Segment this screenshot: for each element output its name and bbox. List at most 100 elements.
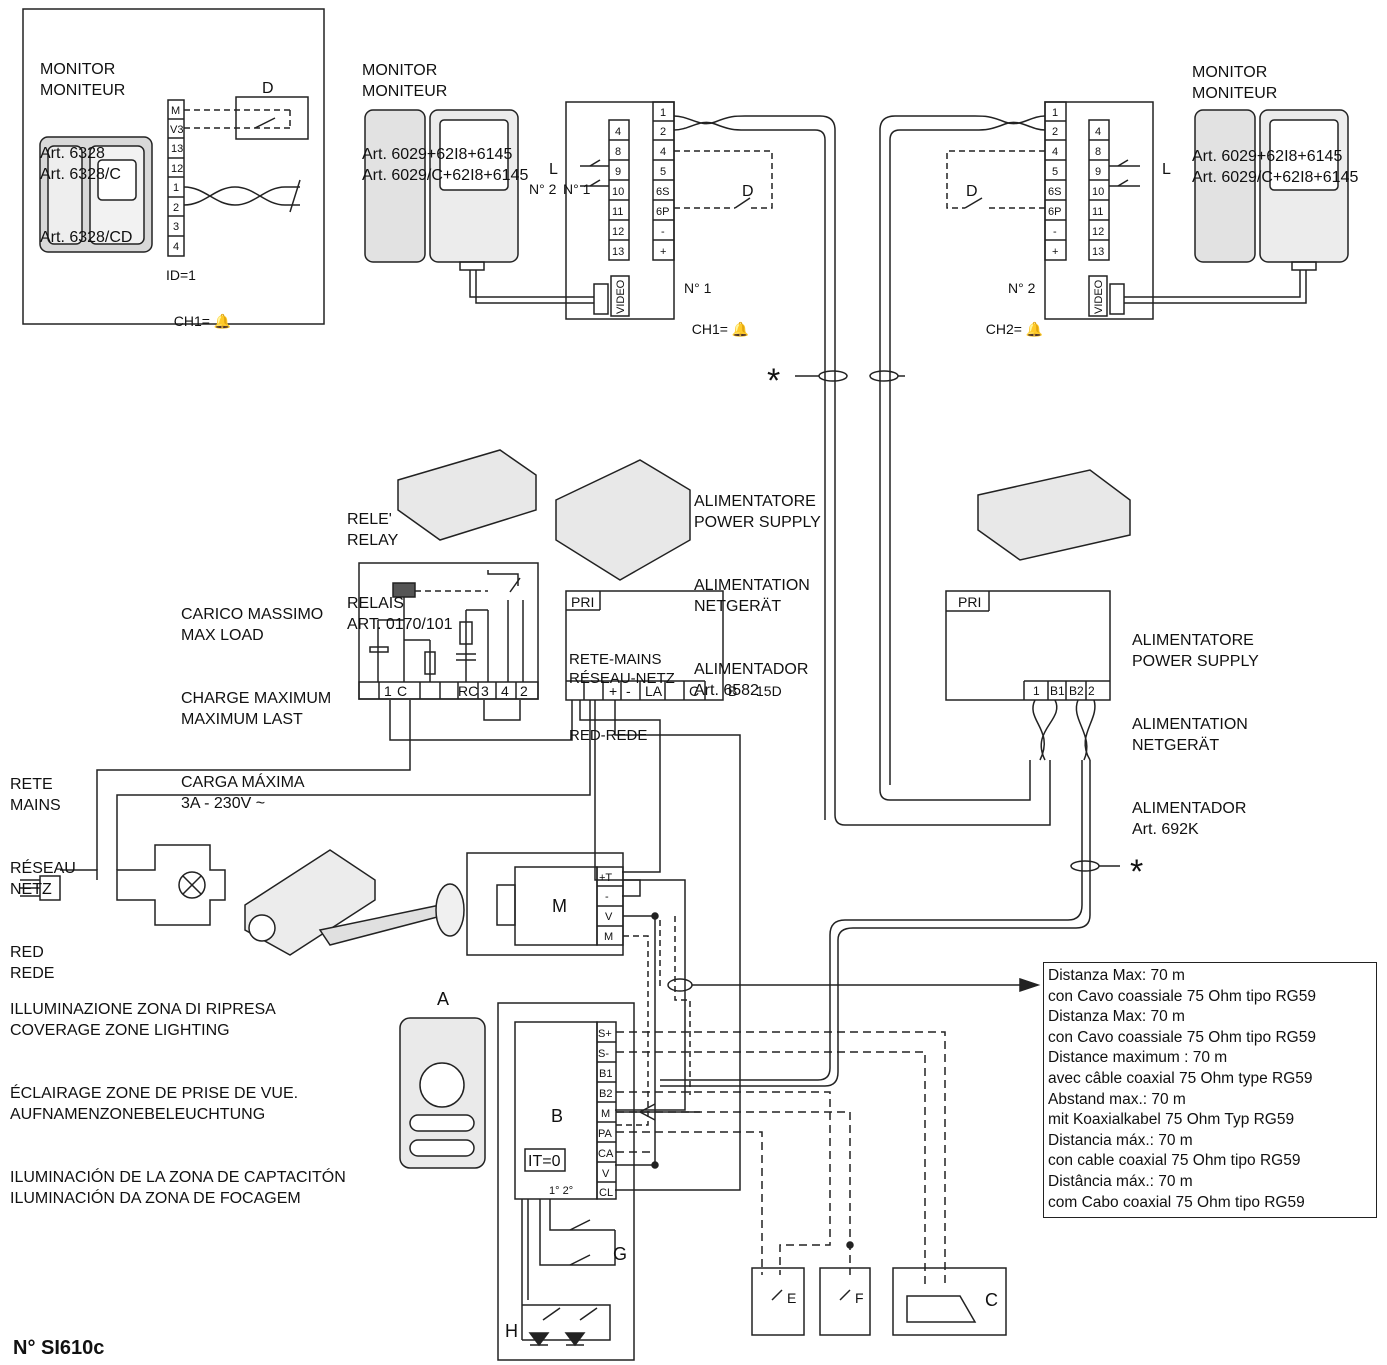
term-left-13: 13	[171, 143, 183, 155]
term-m2r-4: 4	[1095, 126, 1101, 138]
monitor-2-ch: CH2= 🔔	[985, 321, 1044, 337]
ps1-term-plus: +	[609, 683, 617, 699]
term-left-1: 1	[173, 182, 179, 194]
term-left-12: 12	[171, 163, 183, 175]
camera-illustration	[244, 849, 465, 956]
relay-term-1: 1	[384, 683, 392, 699]
label-d-mon1: D	[742, 183, 754, 200]
ps1-term-c: C	[689, 683, 699, 699]
power-supply-1-device	[555, 459, 691, 581]
asterisk-top: *	[767, 362, 780, 400]
term-m1r-minus: -	[661, 226, 665, 238]
bell-icon: 🔔	[1025, 321, 1044, 337]
term-left-2: 2	[173, 202, 179, 214]
monitor-1-device	[364, 109, 519, 271]
left-monitor-device	[39, 136, 153, 253]
ps1-term-la: LA	[645, 683, 663, 699]
label-n1-mon1: N° 1	[563, 181, 591, 197]
ps1-term-b: B	[728, 683, 737, 699]
term-left-4: 4	[173, 241, 179, 253]
label-n2-mon1: N° 2	[529, 181, 557, 197]
term-m2l-5: 5	[1052, 166, 1058, 178]
term-b-v: V	[602, 1168, 610, 1180]
pri-label-1: PRI	[571, 594, 594, 610]
term-left-m: M	[171, 105, 180, 117]
monitor-1-number: N° 1	[684, 280, 712, 296]
term-m-v: V	[605, 911, 613, 923]
video-label-1: VIDEO	[615, 279, 627, 314]
label-m-module: M	[552, 896, 567, 916]
relay-term-3: 3	[481, 683, 489, 699]
left-monitor-frame	[22, 8, 325, 325]
term-m1l-10: 10	[612, 186, 624, 198]
bell-icon: 🔔	[213, 313, 232, 329]
term-m-m: M	[604, 931, 613, 943]
term-m1l-11: 11	[612, 206, 623, 218]
term-m1l-13: 13	[612, 246, 624, 258]
term-m1r-plus: +	[660, 246, 666, 258]
term-b-cl: CL	[599, 1187, 613, 1199]
term-m2l-4: 4	[1052, 146, 1058, 158]
term-m2r-12: 12	[1092, 226, 1104, 238]
label-d-left: D	[262, 80, 274, 97]
entrance-panel-illustration	[399, 1017, 486, 1169]
term-b-b2: B2	[599, 1088, 612, 1100]
f-box	[819, 1267, 871, 1336]
term-m2l-6p: 6P	[1048, 206, 1061, 218]
term-m1r-6p: 6P	[656, 206, 669, 218]
label-e: E	[787, 1290, 796, 1306]
term-b-bottom: 1° 2°	[549, 1185, 573, 1197]
asterisk-bottom: *	[1130, 853, 1143, 891]
label-l-mon1: L	[549, 161, 558, 178]
term-m2r-9: 9	[1095, 166, 1101, 178]
relay-device	[397, 449, 537, 541]
term-m-plus-t: +T	[599, 872, 612, 884]
left-monitor-ch: CH1= 🔔	[173, 313, 232, 329]
left-monitor-terminals	[167, 99, 185, 257]
power-supply-2-device	[977, 469, 1131, 561]
label-it0: IT=0	[528, 1153, 561, 1170]
label-l-mon2: L	[1162, 161, 1171, 178]
term-m2l-1: 1	[1052, 107, 1058, 119]
term-m1r-4: 4	[660, 146, 666, 158]
label-c: C	[985, 1290, 998, 1310]
term-m2r-8: 8	[1095, 146, 1101, 158]
b-module-frame	[497, 1002, 635, 1361]
label-a: A	[437, 989, 449, 1009]
term-b-s-minus: S-	[598, 1048, 609, 1060]
relay-term-c: C	[397, 683, 407, 699]
e-box	[751, 1267, 805, 1336]
term-ps2-b1: B1	[1050, 684, 1065, 698]
term-b-s-plus: S+	[598, 1028, 612, 1040]
label-g: G	[613, 1244, 627, 1264]
term-m2r-11: 11	[1092, 206, 1103, 218]
term-m2r-10: 10	[1092, 186, 1104, 198]
term-m1r-6s: 6S	[656, 186, 669, 198]
relay-term-2: 2	[520, 683, 528, 699]
term-ps2-2: 2	[1088, 684, 1095, 698]
term-m1l-4: 4	[615, 126, 621, 138]
term-m1l-8: 8	[615, 146, 621, 158]
left-monitor-id: ID=1	[166, 267, 196, 283]
monitor-2-number: N° 2	[1008, 280, 1036, 296]
monitor-1-ch: CH1= 🔔	[691, 321, 750, 337]
document-number: N° SI610c	[13, 1337, 105, 1359]
label-b-module: B	[551, 1106, 563, 1126]
term-b-ca: CA	[598, 1148, 614, 1160]
label-f: F	[855, 1290, 864, 1306]
relay-term-rc: RC	[458, 683, 478, 699]
pri-label-2: PRI	[958, 594, 981, 610]
term-ps2-b2: B2	[1069, 684, 1084, 698]
label-h: H	[505, 1321, 518, 1341]
term-m1r-2: 2	[660, 126, 666, 138]
